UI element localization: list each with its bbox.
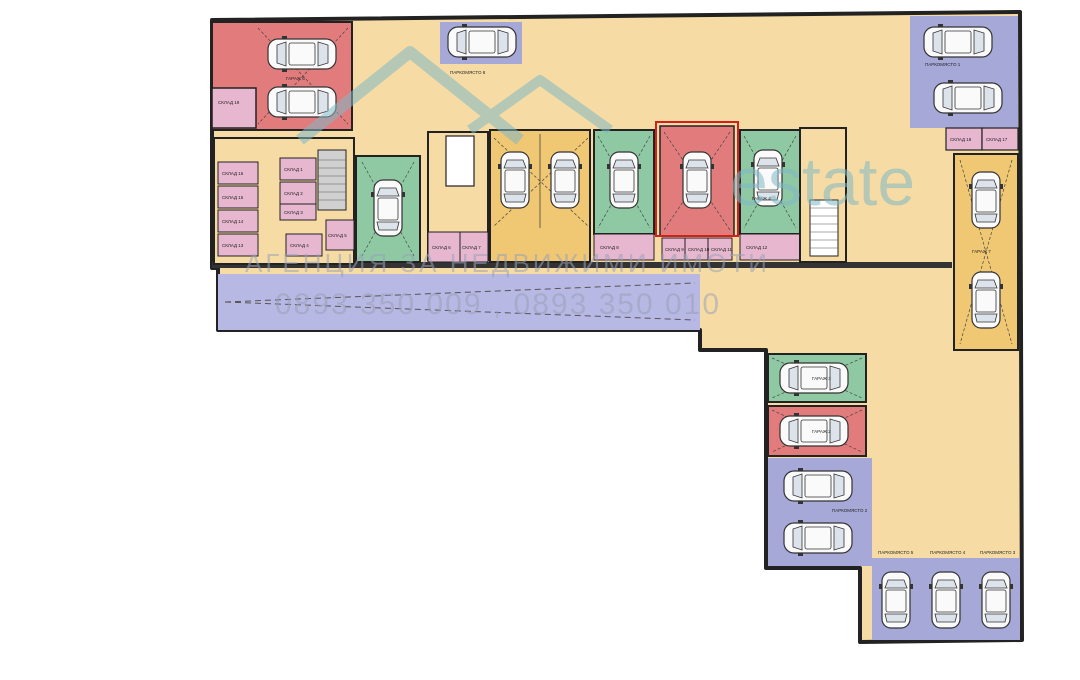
watermark-brand: estate <box>730 144 915 220</box>
entrance-ramp <box>218 274 700 330</box>
storage-label: СКЛАД 3 <box>284 210 303 215</box>
storage-label: СКЛАД 5 <box>328 233 347 238</box>
car-icon <box>928 571 964 629</box>
parking-2-label: ПАРКОМЯСТО 2 <box>832 508 868 513</box>
parking-5-label: ПАРКОМЯСТО 5 <box>878 550 914 555</box>
parking-1: ПАРКОМЯСТО 1 <box>910 16 1018 128</box>
storage-label: СКЛАД 6 <box>432 245 451 250</box>
car-icon <box>447 23 517 61</box>
storage-label: СКЛАД 12 <box>746 245 768 250</box>
car-icon <box>497 151 533 209</box>
garage-4: ГАРАЖ 4 СКЛАД 12 <box>739 129 801 261</box>
storage-label: СКЛАД 16 <box>222 171 244 176</box>
parking-8: ПАРКОМЯСТО 8 <box>440 22 522 75</box>
watermark-phones: 0893 350 009 , 0893 350 010 <box>275 288 721 321</box>
car-icon <box>978 571 1014 629</box>
watermark: estate АГЕНЦИЯ ЗА НЕДВИЖИМИ ИМОТИ 0893 3… <box>245 46 915 321</box>
storage-label: СКЛАД 18 <box>950 137 972 142</box>
storage-label: СКЛАД 11 <box>711 247 732 252</box>
parking-3-label: ПАРКОМЯСТО 3 <box>980 550 1016 555</box>
storage-label: СКЛАД 1 <box>284 167 303 172</box>
storage-block-top-left: СКЛАД 19 <box>211 87 257 129</box>
garage-2-label: ГАРАЖ 2 <box>812 429 831 434</box>
parking-2: ПАРКОМЯСТО 2 <box>768 458 872 566</box>
garage-3-label: ГАРАЖ 3 <box>812 376 831 381</box>
storage-block-top-right: СКЛАД 18 СКЛАД 17 <box>945 127 1019 151</box>
garage-green-left <box>355 155 421 263</box>
storage-label: СКЛАД 14 <box>222 219 244 224</box>
car-icon <box>783 467 853 505</box>
car-icon <box>606 151 642 209</box>
car-icon <box>547 151 583 209</box>
car-icon <box>370 179 406 237</box>
car-icon <box>968 271 1004 329</box>
garage-3: ГАРАЖ 3 <box>767 353 867 403</box>
car-icon <box>267 35 337 73</box>
car-icon <box>923 23 993 61</box>
storage-label: СКЛАД 13 <box>222 243 244 248</box>
garage-gold-double <box>489 129 591 263</box>
garage-7: ГАРАЖ 7 <box>953 153 1019 351</box>
car-icon <box>878 571 914 629</box>
garage-4-label: ГАРАЖ 4 <box>752 196 771 201</box>
selected-garage-highlight <box>655 121 739 237</box>
house-roof-icon <box>296 46 524 145</box>
car-icon <box>679 151 715 209</box>
garage-red-highlighted: СКЛАД 9 СКЛАД 10 СКЛАД 11 <box>659 125 735 261</box>
storage-label: СКЛАД 7 <box>462 245 481 250</box>
parking-bottom-row: ПАРКОМЯСТО 5 ПАРКОМЯСТО 4 ПАРКОМЯСТО 3 <box>872 550 1020 640</box>
stair-core-right <box>799 127 847 263</box>
core-wall-band <box>212 262 952 268</box>
stair-core-center: СКЛАД 6 СКЛАД 7 <box>427 131 489 263</box>
parking-8-label: ПАРКОМЯСТО 8 <box>450 70 486 75</box>
storage-label: СКЛАД 19 <box>218 100 240 105</box>
storage-label: СКЛАД 9 <box>665 247 684 252</box>
car-icon <box>933 79 1003 117</box>
garage-green-middle: СКЛАД 8 <box>593 129 655 261</box>
stairs-left <box>318 159 346 201</box>
storage-label: СКЛАД 2 <box>284 191 303 196</box>
garage-6-label: ГАРАЖ 6 <box>286 76 305 81</box>
storage-label: СКЛАД 17 <box>986 137 1008 142</box>
storage-label: СКЛАД 15 <box>222 195 244 200</box>
car-icon <box>968 171 1004 229</box>
storage-label: СКЛАД 8 <box>600 245 619 250</box>
parking-4-label: ПАРКОМЯСТО 4 <box>930 550 966 555</box>
house-roof-icon <box>467 75 613 135</box>
storage-cluster-left: СКЛАД 16 СКЛАД 15 СКЛАД 14 СКЛАД 13 СКЛА… <box>213 137 355 265</box>
parking-1-label: ПАРКОМЯСТО 1 <box>925 62 961 67</box>
garage-7-label: ГАРАЖ 7 <box>972 249 991 254</box>
car-icon <box>783 519 853 557</box>
storage-label: СКЛАД 10 <box>688 247 710 252</box>
garage-2: ГАРАЖ 2 <box>767 405 867 457</box>
storage-label: СКЛАД 4 <box>290 243 309 248</box>
watermark-agency: АГЕНЦИЯ ЗА НЕДВИЖИМИ ИМОТИ <box>245 248 770 278</box>
